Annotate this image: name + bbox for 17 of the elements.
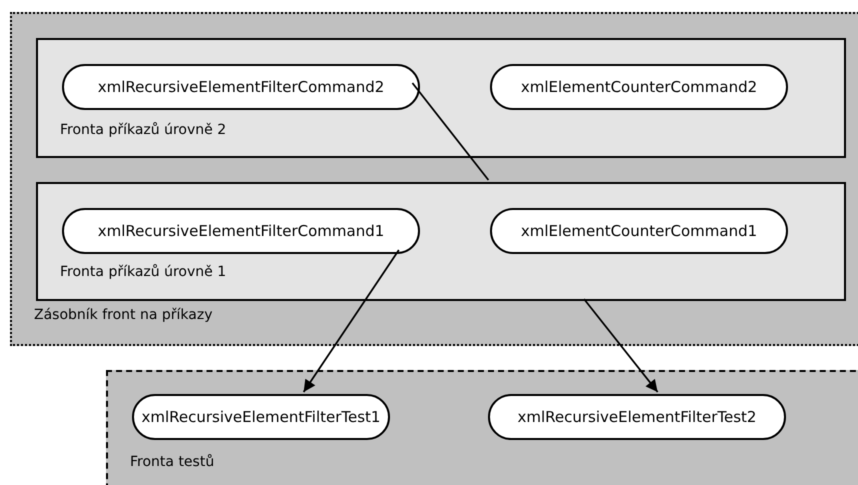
- queue-panel: [36, 38, 846, 158]
- command-pill: xmlRecursiveElementFilterCommand2: [62, 64, 420, 110]
- arrow: [583, 298, 658, 393]
- command-pill: xmlRecursiveElementFilterCommand1: [62, 208, 420, 254]
- queue-panel: [106, 370, 858, 485]
- queue-panel: [36, 182, 846, 301]
- panel-label: Fronta příkazů úrovně 1: [60, 264, 226, 280]
- connector-line: [412, 82, 490, 181]
- command-pill: xmlRecursiveElementFilterTest2: [488, 394, 786, 440]
- panel-label: Fronta příkazů úrovně 2: [60, 122, 226, 138]
- command-pill: xmlElementCounterCommand2: [490, 64, 788, 110]
- command-pill: xmlElementCounterCommand1: [490, 208, 788, 254]
- arrow: [302, 250, 400, 392]
- command-pill: xmlRecursiveElementFilterTest1: [132, 394, 390, 440]
- panel-label: Fronta testů: [130, 454, 214, 470]
- panel-label: Zásobník front na příkazy: [34, 307, 212, 323]
- queue-panel: [10, 12, 858, 346]
